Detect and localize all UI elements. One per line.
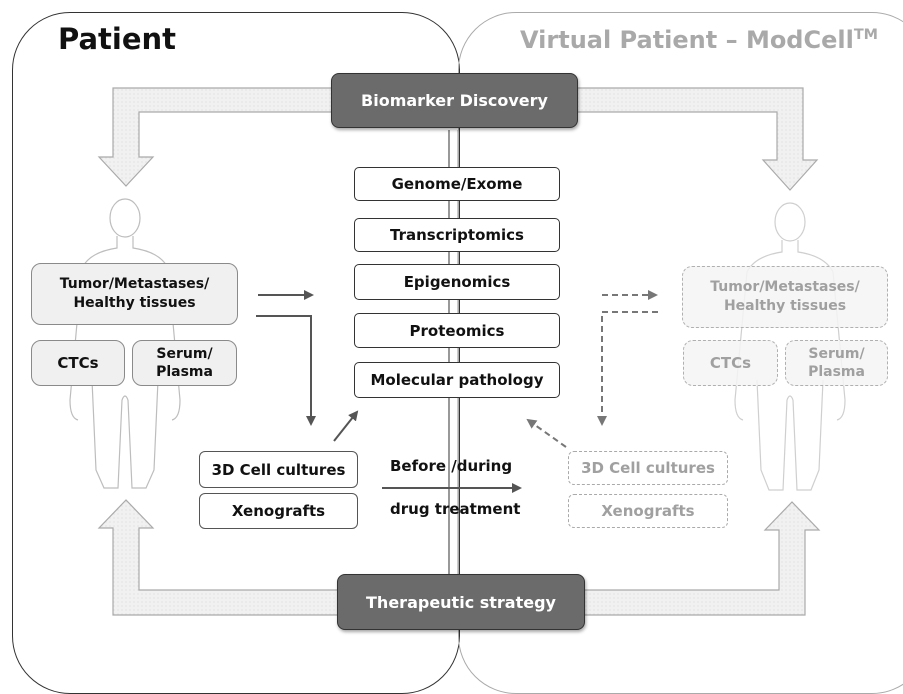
- treatment-label-line2: drug treatment: [390, 500, 521, 518]
- virtual-patient-title: Virtual Patient – ModCellTM: [520, 26, 878, 54]
- omics-transcriptomics: Transcriptomics: [354, 218, 560, 252]
- arrow-virtual-to-models: [597, 311, 658, 426]
- omics-epigenomics: Epigenomics: [354, 264, 560, 300]
- virtual-3d-cell-cultures-box: 3D Cell cultures: [568, 451, 728, 485]
- patient-serum-line1: Serum/: [156, 346, 213, 362]
- omics-genome-exome: Genome/Exome: [354, 167, 560, 201]
- omics-proteomics: Proteomics: [354, 313, 560, 348]
- arrow-virtual-models-to-omics: [526, 418, 567, 448]
- patient-serum-line2: Plasma: [156, 364, 213, 380]
- treatment-label-line1: Before /during: [390, 457, 513, 475]
- patient-tissue-box: Tumor/Metastases/ Healthy tissues: [31, 263, 238, 325]
- patient-serum-box: Serum/ Plasma: [132, 340, 237, 386]
- top-left-hollow-arrow: [97, 87, 341, 187]
- virtual-tissue-line2: Healthy tissues: [723, 298, 847, 314]
- arrow-models-to-omics: [333, 410, 359, 442]
- biomarker-discovery-box: Biomarker Discovery: [331, 73, 578, 128]
- patient-ctcs-box: CTCs: [31, 340, 125, 386]
- therapeutic-strategy-box: Therapeutic strategy: [337, 574, 585, 630]
- bottom-left-hollow-arrow: [97, 499, 341, 616]
- patient-title: Patient: [58, 22, 177, 56]
- patient-3d-cell-cultures-box: 3D Cell cultures: [199, 451, 358, 488]
- virtual-serum-line2: Plasma: [808, 364, 865, 380]
- trademark-sup: TM: [853, 27, 878, 43]
- virtual-serum-box: Serum/ Plasma: [785, 340, 888, 386]
- patient-xenografts-box: Xenografts: [199, 493, 358, 529]
- virtual-tissue-line1: Tumor/Metastases/: [710, 279, 860, 295]
- top-right-hollow-arrow: [574, 87, 819, 191]
- patient-tissue-line1: Tumor/Metastases/: [59, 276, 210, 292]
- virtual-patient-title-text: Virtual Patient – ModCell: [520, 26, 854, 54]
- virtual-tissue-box: Tumor/Metastases/ Healthy tissues: [682, 266, 888, 328]
- virtual-ctcs-box: CTCs: [683, 340, 778, 386]
- virtual-xenografts-box: Xenografts: [568, 494, 728, 528]
- virtual-serum-line1: Serum/: [808, 346, 865, 362]
- arrow-tissue-to-models: [256, 315, 316, 426]
- bottom-right-hollow-arrow: [579, 501, 821, 616]
- omics-molecular-pathology: Molecular pathology: [354, 362, 560, 398]
- patient-tissue-line2: Healthy tissues: [73, 295, 196, 311]
